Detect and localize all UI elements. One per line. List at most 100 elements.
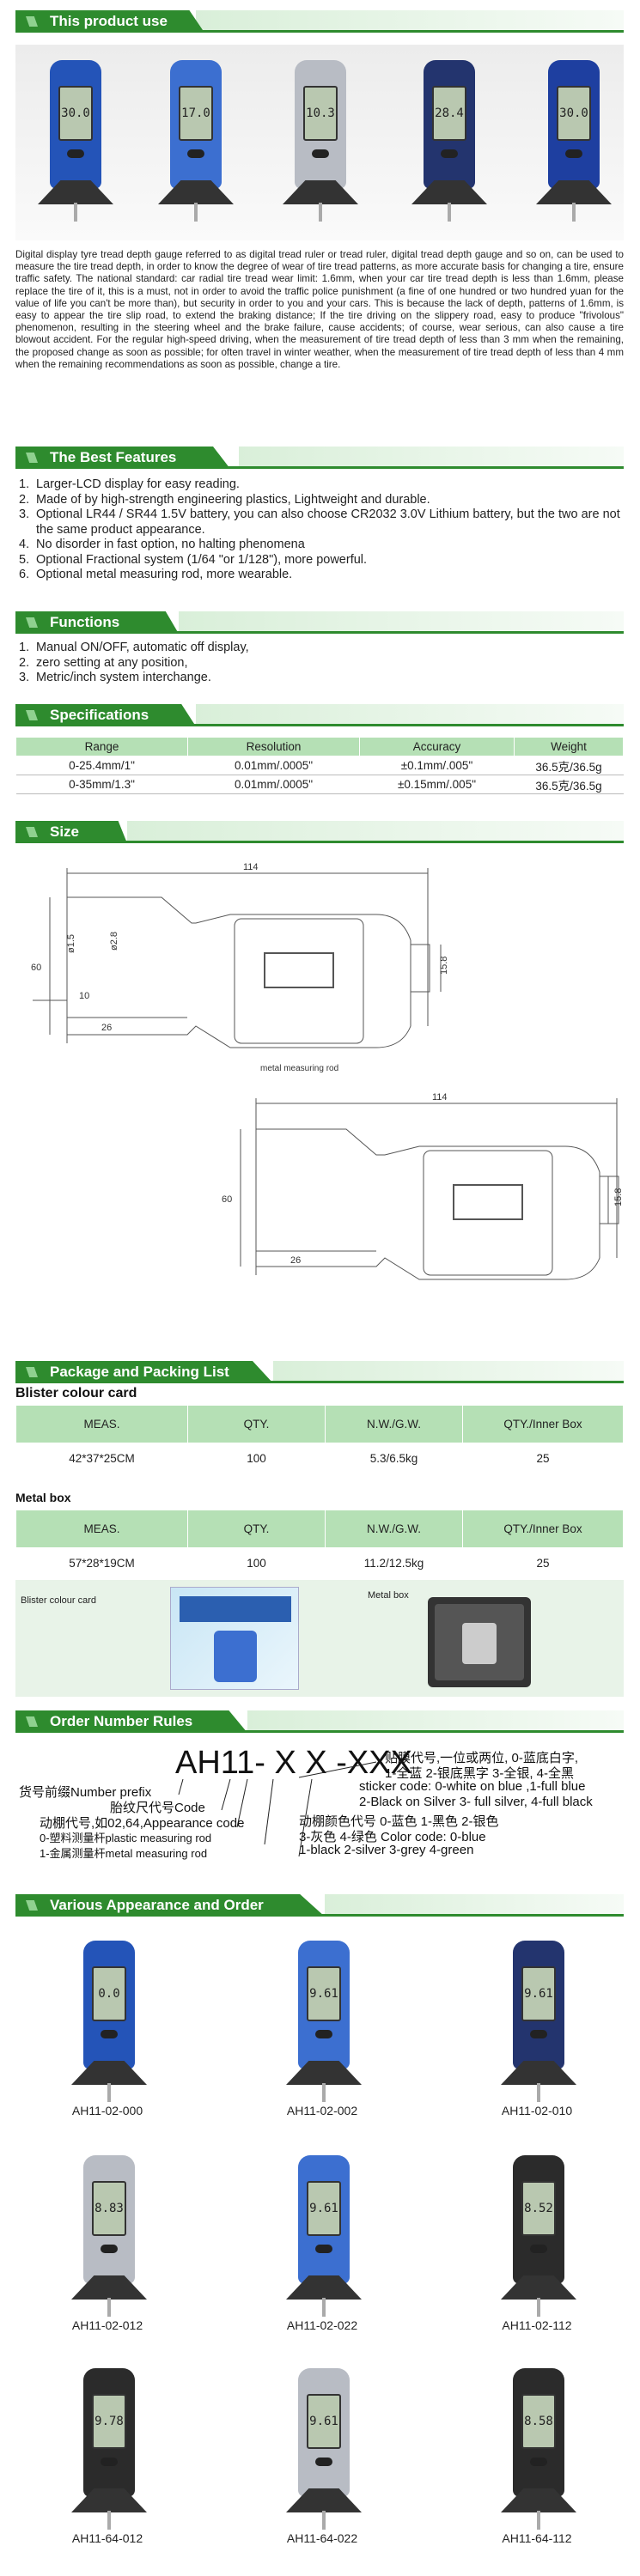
- hero-product-photos: 30.0 17.0 10.3 28.4 30.0: [15, 45, 624, 240]
- gauge-image-blue: 30.0: [33, 52, 115, 223]
- lcd-reading: 0.0: [92, 1966, 126, 2021]
- list-item: 1.Larger-LCD display for easy reading.: [19, 477, 240, 491]
- dimension-drawing: 114 60 ø1.5 ø2.8 15.8 10 26 metal measur…: [31, 862, 624, 1280]
- dim2-b-label: 26: [290, 1255, 301, 1266]
- variant-code: AH11-02-000: [71, 2104, 143, 2117]
- list-item: 2.zero setting at any position,: [19, 655, 188, 670]
- section-header-appearance: Various Appearance and Order No.: [15, 1894, 624, 1917]
- list-item: 2.Made of by high-strength engineering p…: [19, 492, 430, 507]
- specifications-table: Range Resolution Accuracy Weight 0-25.4m…: [15, 737, 624, 794]
- section-header-functions: Functions: [15, 611, 624, 634]
- variant-code: AH11-64-112: [502, 2531, 572, 2545]
- variant-gauge-image: 9.61: [281, 2147, 363, 2318]
- table-header-row: MEAS. QTY. N.W./G.W. QTY./Inner Box: [15, 1405, 624, 1443]
- table-row: 0-25.4mm/1"0.01mm/.0005"±0.1mm/.005"36.5…: [15, 756, 624, 775]
- variant-code: AH11-64-022: [286, 2531, 358, 2545]
- sticker-code-en: sticker code: 0-white on blue ,1-full bl…: [359, 1779, 586, 1794]
- section-header-order-rules: Order Number Rules: [15, 1710, 624, 1733]
- blister-photo-label: Blister colour card: [21, 1595, 97, 1606]
- list-item: 3.Metric/inch system interchange.: [19, 671, 211, 684]
- dim-width-label: 114: [243, 862, 259, 872]
- section-header-specifications: Specifications: [15, 704, 624, 726]
- variant-code: AH11-64-012: [71, 2531, 143, 2545]
- dim-d1-label: ø1.5: [66, 934, 76, 953]
- order-plastic-rod-label: 0-塑料测量杆plastic measuring rod: [40, 1832, 212, 1844]
- blister-card-image: [170, 1587, 299, 1690]
- section-header-best-features: The Best Features: [15, 447, 624, 469]
- lcd-reading: 8.83: [92, 2181, 126, 2236]
- variant-gauge-image: 8.58: [496, 2360, 578, 2531]
- metal-rod-note: metal measuring rod: [260, 1064, 338, 1073]
- section-header-size: Size: [15, 821, 624, 843]
- variant-gauge-image: 9.61: [496, 1932, 578, 2104]
- metal-box-image: [428, 1597, 531, 1687]
- lcd-reading: 9.61: [307, 1966, 341, 2021]
- gauge-image-navy: 30.0: [531, 52, 613, 223]
- gauge-image-dark-blue: 28.4: [406, 52, 489, 223]
- variant-code: AH11-02-010: [501, 2104, 573, 2117]
- functions-list: 1.Manual ON/OFF, automatic off display, …: [19, 641, 627, 686]
- variant-gauge-image: 9.61: [281, 1932, 363, 2104]
- dim-a-label: 10: [79, 991, 89, 1001]
- list-item: 1.Manual ON/OFF, automatic off display,: [19, 641, 249, 654]
- color-code-cn: 动棚颜色代号 0-蓝色 1-黑色 2-银色: [299, 1814, 499, 1829]
- section-header-package: Package and Packing List: [15, 1361, 624, 1383]
- blister-title: Blister colour card: [15, 1386, 137, 1400]
- metal-box-title: Metal box: [15, 1491, 71, 1504]
- lcd-reading: 9.61: [307, 2394, 341, 2449]
- variant-gauge-image: 8.52: [496, 2147, 578, 2318]
- order-prefix-label: 货号前缀Number prefix: [19, 1785, 152, 1800]
- list-item: 5.Optional Fractional system (1/64 "or 1…: [19, 552, 368, 567]
- variant-code: AH11-02-002: [286, 2104, 358, 2117]
- order-code-label: 胎纹尺代号Code: [110, 1801, 205, 1815]
- table-header-row: Range Resolution Accuracy Weight: [15, 737, 624, 756]
- variant-gauge-image: 8.83: [66, 2147, 149, 2318]
- dim-h-label: 15.8: [439, 957, 449, 975]
- dim-d2-label: ø2.8: [109, 932, 119, 951]
- order-metal-rod-label: 1-金属测量杆metal measuring rod: [40, 1847, 208, 1860]
- section-header-product-use: This product use: [15, 10, 624, 33]
- dim-height-label: 60: [31, 963, 41, 973]
- order-number-rules: AH11- X X -XXX 货号前缀Number prefix 胎纹尺代号Co…: [15, 1745, 624, 1934]
- variant-code: AH11-02-022: [286, 2318, 358, 2332]
- sticker-code-cn2: 1-全蓝 2-银底黑字 3-全银, 4-全黑: [385, 1766, 575, 1781]
- variant-code: AH11-02-012: [71, 2318, 143, 2332]
- product-description: Digital display tyre tread depth gauge r…: [15, 249, 624, 370]
- color-code-cn2: 3-灰色 4-绿色 Color code: 0-blue: [299, 1830, 486, 1844]
- dim-b-label: 26: [101, 1023, 112, 1033]
- gauge-image-silver: 10.3: [277, 52, 360, 223]
- lcd-reading: 9.61: [521, 1966, 556, 2021]
- color-code-en: 1-black 2-silver 3-grey 4-green: [299, 1843, 474, 1857]
- dim2-width-label: 114: [432, 1092, 448, 1103]
- order-leader-lines: [178, 1761, 377, 1857]
- metal-box-table: MEAS. QTY. N.W./G.W. QTY./Inner Box 57*2…: [15, 1510, 624, 1579]
- lcd-reading: 8.58: [521, 2394, 556, 2449]
- metal-box-photo-label: Metal box: [368, 1590, 409, 1601]
- blister-table: MEAS. QTY. N.W./G.W. QTY./Inner Box 42*3…: [15, 1405, 624, 1474]
- table-row: 0-35mm/1.3"0.01mm/.0005"±0.15mm/.005"36.…: [15, 775, 624, 794]
- dim2-height-label: 60: [222, 1194, 232, 1205]
- order-appearance-label: 动棚代号,如02,64,Appearance code: [40, 1816, 245, 1831]
- lcd-reading: 8.52: [521, 2181, 556, 2236]
- features-list: 1.Larger-LCD display for easy reading. 2…: [19, 477, 627, 583]
- lcd-reading: 9.61: [307, 2181, 341, 2236]
- variant-gauge-image: 0.0: [66, 1932, 149, 2104]
- table-header-row: MEAS. QTY. N.W./G.W. QTY./Inner Box: [15, 1510, 624, 1548]
- list-item: 4.No disorder in fast option, no halting…: [19, 538, 305, 551]
- list-item: 3.Optional LR44 / SR44 1.5V battery, you…: [19, 507, 620, 537]
- sticker-code-en2: 2-Black on Silver 3- full silver, 4-full…: [359, 1795, 593, 1809]
- variant-code: AH11-02-112: [502, 2318, 572, 2332]
- section-title: This product use: [15, 10, 204, 33]
- packaging-photos: Blister colour card Metal box: [15, 1580, 624, 1697]
